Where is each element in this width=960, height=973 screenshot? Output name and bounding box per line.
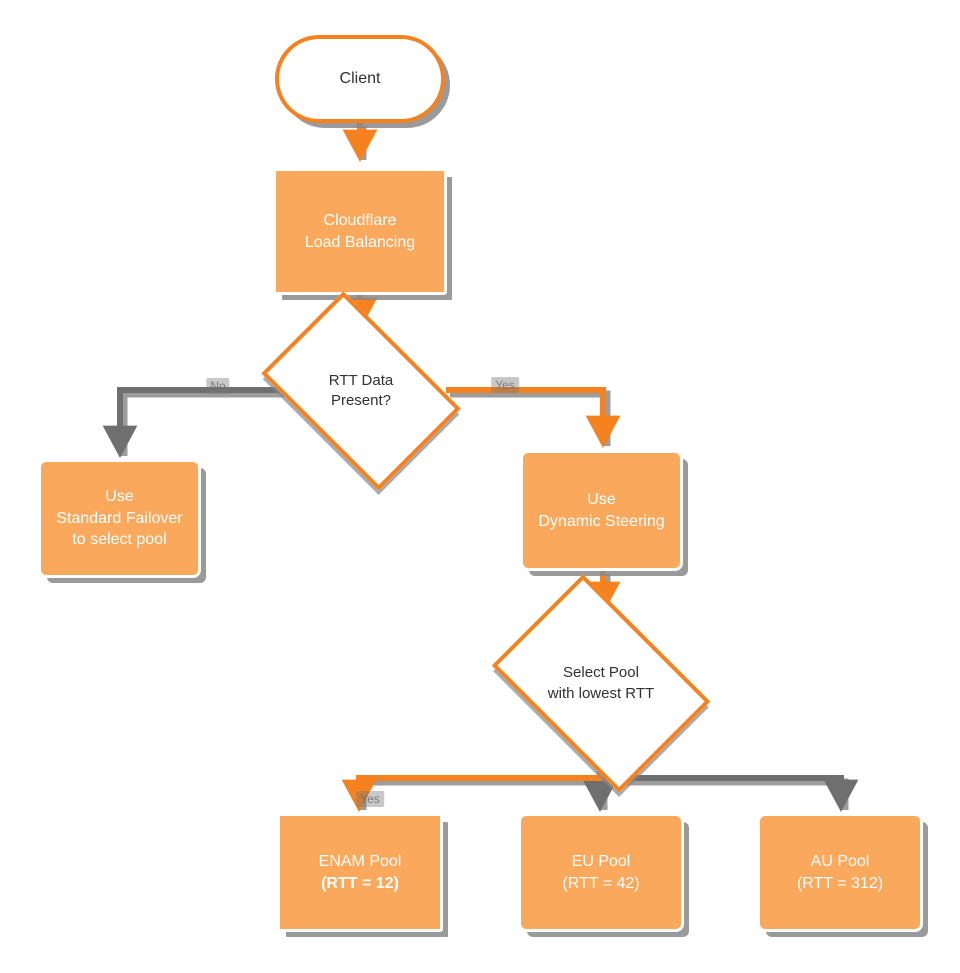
- edge-group-inactive: [102, 387, 859, 812]
- node-standard-failover[interactable]: Use Standard Failover to select pool: [38, 459, 201, 578]
- edge-rtt-to-dynamic: [446, 387, 621, 448]
- node-cloudflare-load-balancing-label: Cloudflare Load Balancing: [304, 211, 416, 251]
- node-rtt-data-present[interactable]: RTT Data Present?: [261, 291, 461, 491]
- node-au-pool-rtt: (RTT = 312): [796, 874, 884, 892]
- node-client-label: Client: [339, 70, 381, 88]
- node-dynamic-steering[interactable]: Use Dynamic Steering: [520, 450, 683, 571]
- node-eu-pool-text: EU Pool (RTT = 42): [562, 851, 639, 894]
- node-cloudflare-load-balancing[interactable]: Cloudflare Load Balancing: [273, 168, 447, 295]
- node-client[interactable]: Client: [275, 35, 445, 123]
- node-eu-pool-label: EU Pool: [571, 852, 631, 870]
- node-eu-pool[interactable]: EU Pool (RTT = 42): [518, 813, 684, 932]
- node-au-pool-label: AU Pool: [810, 852, 870, 870]
- edge-rtt-to-failover: [102, 387, 280, 458]
- node-select-pool-lowest-rtt-label: Select Pool with lowest RTT: [547, 664, 655, 702]
- node-enam-pool-label: ENAM Pool: [318, 852, 402, 870]
- edge-select-to-au: [600, 775, 859, 812]
- node-enam-pool[interactable]: ENAM Pool (RTT = 12): [277, 813, 443, 932]
- node-enam-pool-text: ENAM Pool (RTT = 12): [319, 851, 402, 894]
- node-au-pool[interactable]: AU Pool (RTT = 312): [757, 813, 923, 932]
- edge-label-yes: Yes: [491, 377, 519, 393]
- edge-select-to-enam: [341, 748, 603, 812]
- node-rtt-data-present-label: RTT Data Present?: [328, 371, 394, 409]
- node-au-pool-text: AU Pool (RTT = 312): [797, 851, 883, 894]
- edge-label-yes-enam: Yes: [356, 791, 384, 807]
- edge-label-no: No: [206, 378, 230, 394]
- node-dynamic-steering-label: Use Dynamic Steering: [538, 490, 665, 530]
- edge-shadows: [120, 126, 849, 810]
- node-select-pool-lowest-rtt[interactable]: Select Pool with lowest RTT: [491, 574, 711, 793]
- node-standard-failover-label: Use Standard Failover to select pool: [56, 488, 183, 549]
- node-eu-pool-rtt: (RTT = 42): [562, 874, 640, 892]
- node-enam-pool-rtt: (RTT = 12): [321, 874, 399, 892]
